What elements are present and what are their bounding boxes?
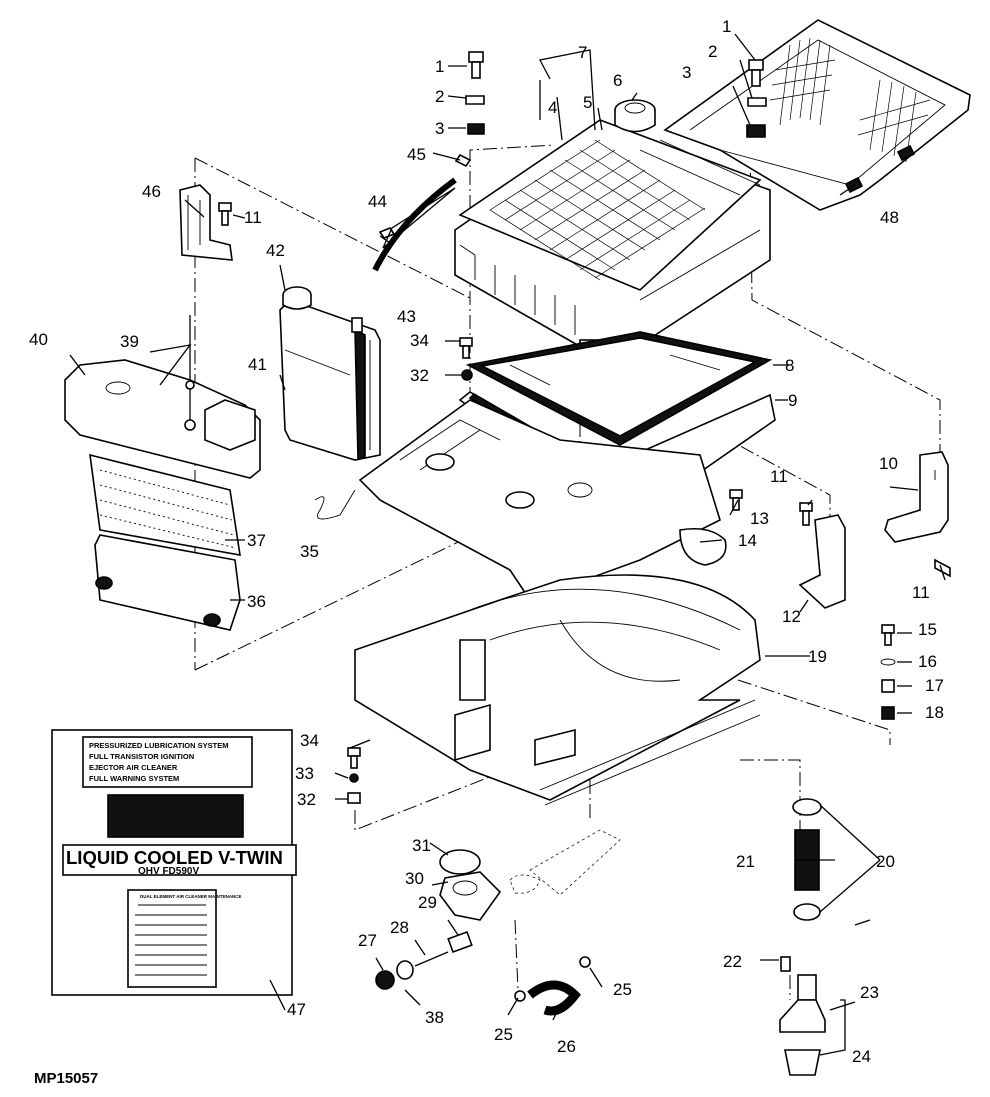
hardware-left [347,153,473,804]
callout-12: 12 [782,607,801,626]
decal-sheet [51,729,297,996]
callout-1: 1 [722,17,731,36]
callout-20: 20 [876,852,895,871]
callout-21: 21 [736,852,755,871]
callout-33: 33 [295,764,314,783]
callout-13: 13 [750,509,769,528]
bracket-bolt [218,202,232,226]
callout-34: 34 [300,731,319,750]
figure-reference-code: MP15057 [34,1070,98,1087]
hardware-right [729,489,951,720]
foam-precleaner [89,453,241,556]
air-filter-element [465,331,773,446]
air-cleaner-cover [663,19,971,211]
radiator-housing [454,99,771,371]
callout-17: 17 [925,676,944,695]
fastener-stack-right [746,59,767,138]
decal-instruction-title: DUAL ELEMENT AIR CLEANER MAINTENANCE [140,894,242,899]
callout-46: 46 [142,182,161,201]
callout-34: 34 [410,331,429,350]
callout-8: 8 [785,356,794,375]
callout-39: 39 [120,332,139,351]
callout-25: 25 [494,1025,513,1044]
callout-29: 29 [418,893,437,912]
callout-23: 23 [860,983,879,1002]
callout-24: 24 [852,1047,871,1066]
callout-22: 22 [723,952,742,971]
callout-35: 35 [300,542,319,561]
callout-36: 36 [247,592,266,611]
decal-feature-3: EJECTOR AIR CLEANER [89,763,178,772]
callout-32: 32 [297,790,316,809]
callout-28: 28 [390,918,409,937]
callout-16: 16 [918,652,937,671]
callout-5: 5 [583,93,592,112]
water-pump-parts [375,829,621,1016]
decal-headline: LIQUID COOLED V-TWIN [66,847,283,868]
callout-14: 14 [738,531,757,550]
fastener-stack-left [465,51,485,135]
thermostat-housing [779,956,826,1076]
callout-43: 43 [397,307,416,326]
reservoir-bracket [179,184,233,261]
callout-38: 38 [425,1008,444,1027]
callout-45: 45 [407,145,426,164]
callout-11: 11 [770,467,788,486]
callout-11: 11 [244,208,262,227]
element-base [94,534,241,631]
callout-31: 31 [412,836,431,855]
leader-lines [69,33,946,1056]
callout-32: 32 [410,366,429,385]
callout-2: 2 [435,87,444,106]
callout-48: 48 [880,208,899,227]
callout-2: 2 [708,42,717,61]
callout-3: 3 [682,63,691,82]
callout-7: 7 [578,43,587,62]
callout-19: 19 [808,647,827,666]
mounting-plate [358,399,727,601]
callouts: 1 2 3 1 2 3 4 5 6 7 8 9 10 11 11 11 12 1… [29,17,944,1066]
decal-subline: OHV FD590V [138,866,199,877]
decal-feature-2: FULL TRANSISTOR IGNITION [89,752,194,761]
callout-9: 9 [788,391,797,410]
coolant-reservoir [279,286,381,461]
callout-18: 18 [925,703,944,722]
callout-3: 3 [435,119,444,138]
callout-37: 37 [247,531,266,550]
blower-housing [354,574,761,806]
callout-11: 11 [912,583,930,602]
wire-harness [314,489,356,520]
callout-30: 30 [405,869,424,888]
callout-41: 41 [248,355,267,374]
callout-47: 47 [287,1000,306,1019]
precleaner-stud [184,315,196,431]
decal-feature-1: PRESSURIZED LUBRICATION SYSTEM [89,741,228,750]
callout-26: 26 [557,1037,576,1056]
precleaner-cover [64,359,261,479]
callout-15: 15 [918,620,937,639]
decal-feature-4: FULL WARNING SYSTEM [89,774,179,783]
callout-25: 25 [613,980,632,999]
callout-42: 42 [266,241,285,260]
callout-6: 6 [613,71,622,90]
callout-27: 27 [358,931,377,950]
callout-1: 1 [435,57,444,76]
callout-40: 40 [29,330,48,349]
callout-4: 4 [548,98,557,117]
bracket-right [884,451,949,543]
bracket-center [798,514,846,609]
callout-10: 10 [879,454,898,473]
callout-44: 44 [368,192,387,211]
overflow-hose [372,177,457,272]
